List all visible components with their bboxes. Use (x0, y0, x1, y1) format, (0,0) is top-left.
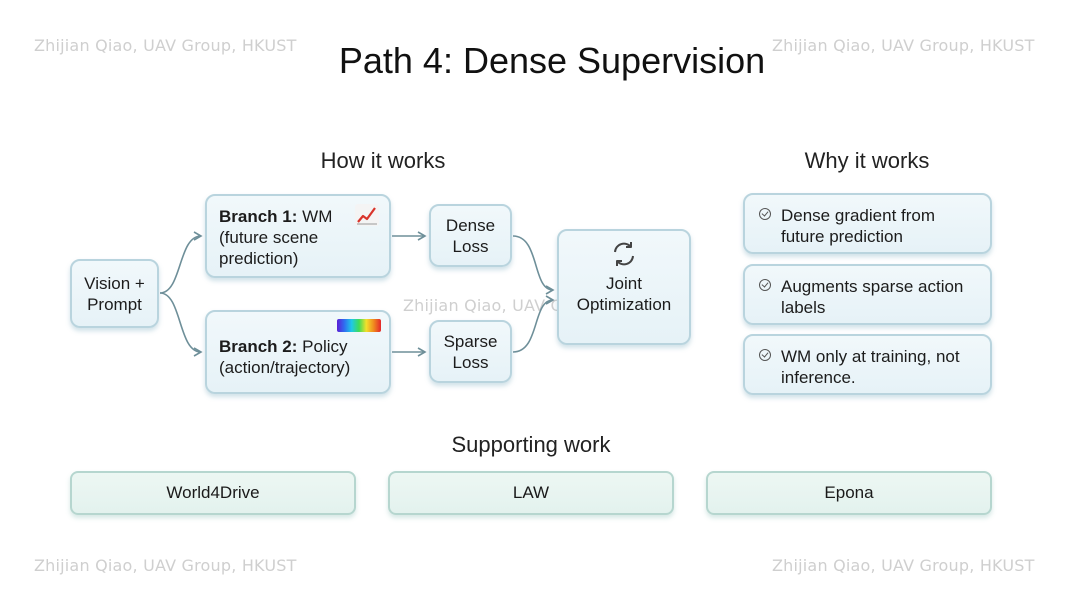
sparse-loss-label: Sparse Loss (443, 331, 498, 372)
arrow-sparse-to-joint (512, 295, 555, 353)
why-heading: Why it works (804, 148, 930, 173)
why-item-2-text: Augments sparse action labels (781, 277, 964, 317)
why-item-2: Augments sparse action labels (743, 264, 992, 325)
arrow-dense-to-joint (512, 235, 555, 295)
branch2-label: Branch 2: (219, 337, 298, 356)
arrow-input-to-branch1 (159, 231, 203, 294)
check-circle-icon (759, 279, 771, 291)
why-item-3-text: WM only at training, not inference. (781, 347, 960, 387)
supporting-item-label: World4Drive (166, 483, 260, 502)
sparse-loss-node: Sparse Loss (429, 320, 512, 383)
check-circle-icon (759, 208, 771, 220)
supporting-item-epona: Epona (706, 471, 992, 515)
why-item-1-text: Dense gradient from future prediction (781, 206, 936, 246)
joint-optimization-node: Joint Optimization (557, 229, 691, 345)
supporting-item-label: LAW (512, 483, 550, 502)
supporting-item-label: Epona (824, 483, 874, 502)
rainbow-gradient-icon (337, 319, 381, 332)
how-heading: How it works (320, 148, 446, 173)
branch1-label: Branch 1: (219, 207, 298, 226)
branch1-text: WM (future scene prediction) (219, 207, 333, 268)
why-item-1: Dense gradient from future prediction (743, 193, 992, 254)
refresh-cycle-icon (609, 239, 639, 269)
slide-title: Path 4: Dense Supervision (338, 40, 766, 81)
why-item-3: WM only at training, not inference. (743, 334, 992, 395)
watermark-bottom-right: Zhijian Qiao, UAV Group, HKUST (772, 556, 1035, 575)
input-node: Vision + Prompt (70, 259, 159, 328)
watermark-bottom-left: Zhijian Qiao, UAV Group, HKUST (34, 556, 297, 575)
check-circle-icon (759, 349, 771, 361)
dense-loss-node: Dense Loss (429, 204, 512, 267)
branch1-node: Branch 1: WM (future scene prediction) (205, 194, 391, 278)
watermark-top-right: Zhijian Qiao, UAV Group, HKUST (772, 36, 1035, 55)
arrow-input-to-branch2 (159, 292, 203, 357)
line-chart-icon (355, 204, 379, 226)
watermark-top-left: Zhijian Qiao, UAV Group, HKUST (34, 36, 297, 55)
branch2-text: Policy (action/trajectory) (219, 337, 351, 377)
supporting-item-world4drive: World4Drive (70, 471, 356, 515)
supporting-heading: Supporting work (451, 432, 611, 457)
supporting-item-law: LAW (388, 471, 674, 515)
joint-label: Joint Optimization (576, 274, 672, 314)
dense-loss-label: Dense Loss (445, 215, 496, 256)
branch2-node: Branch 2: Policy (action/trajectory) (205, 310, 391, 394)
input-label: Vision + Prompt (84, 273, 145, 314)
